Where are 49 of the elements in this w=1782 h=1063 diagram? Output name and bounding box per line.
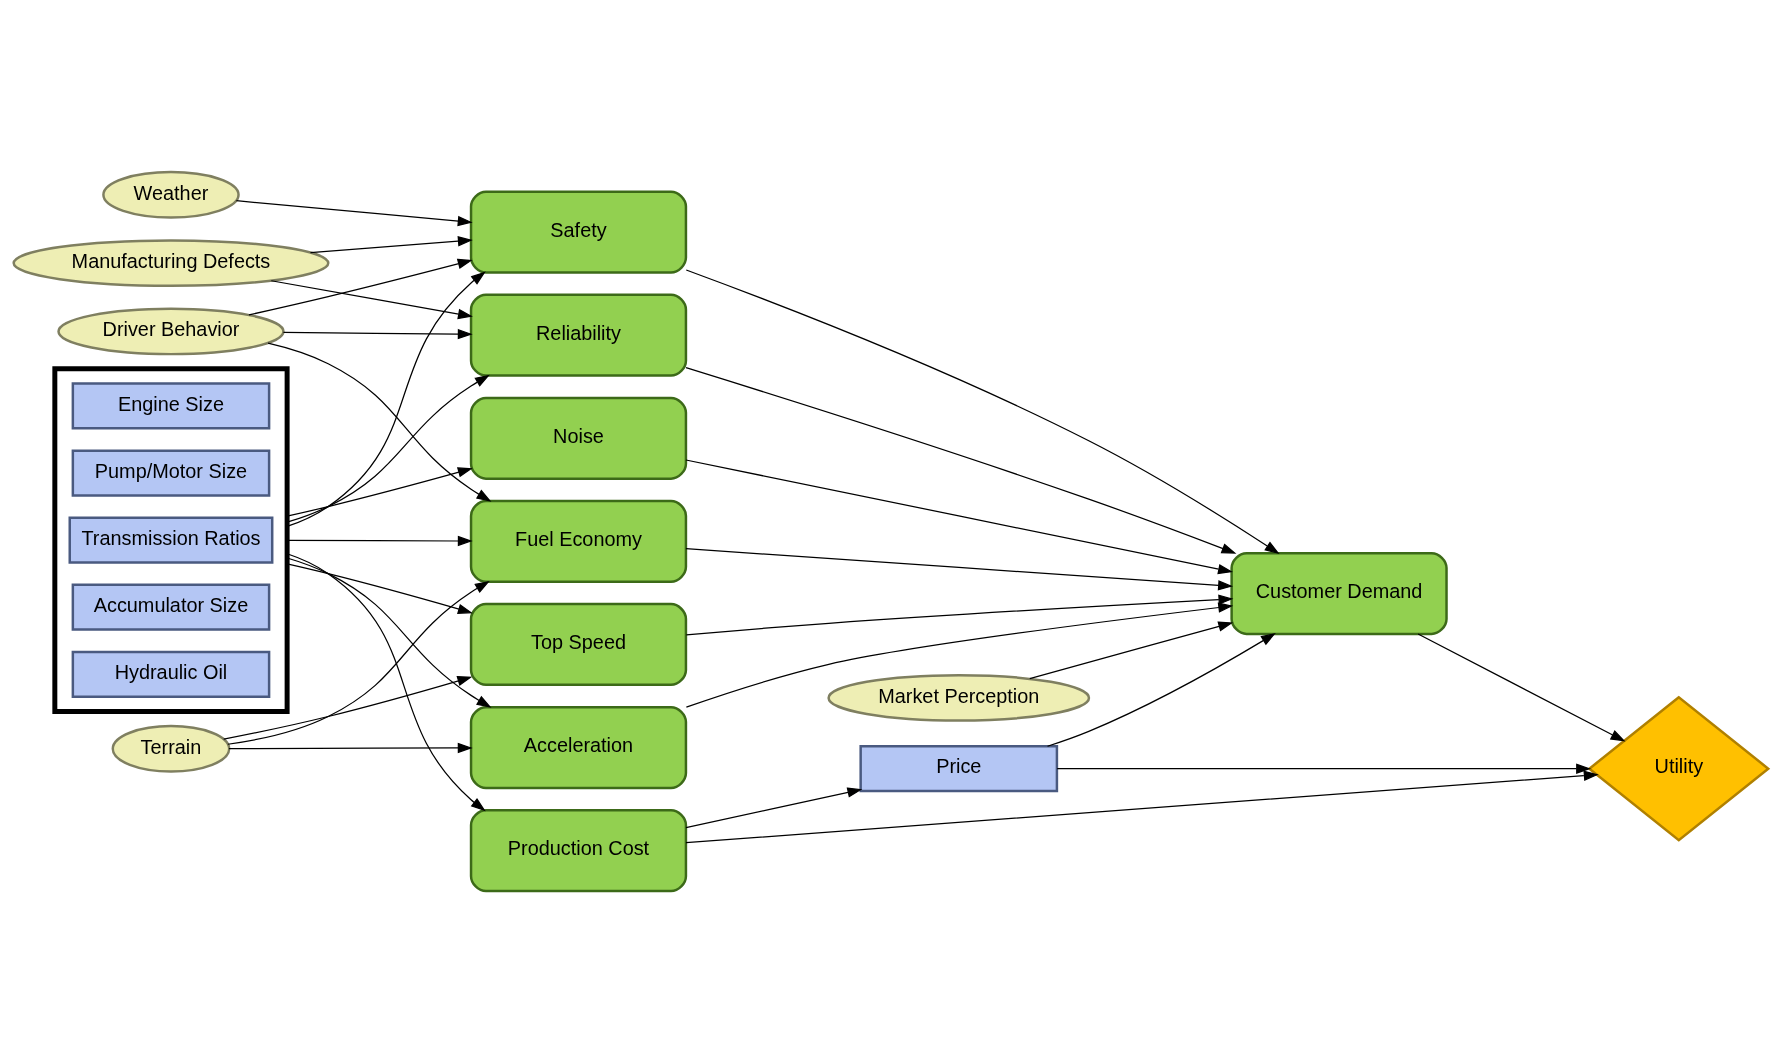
arrow bbox=[685, 594, 1234, 636]
node-box: Pump/Motor Size bbox=[71, 449, 271, 497]
cluster bbox=[52, 366, 290, 715]
arrow bbox=[1417, 633, 1626, 742]
node-box: Accumulator Size bbox=[71, 583, 271, 631]
arrow bbox=[1056, 763, 1592, 774]
node-ellipse: Terrain bbox=[111, 724, 231, 773]
arrow bbox=[685, 787, 863, 829]
arrow bbox=[685, 602, 1234, 708]
node-ellipse: Manufacturing Defects bbox=[12, 239, 330, 288]
arrow bbox=[286, 374, 490, 523]
arrow bbox=[223, 676, 473, 740]
node-box: Top Speed bbox=[469, 602, 688, 687]
arrow bbox=[228, 742, 473, 754]
node-box: Fuel Economy bbox=[469, 499, 688, 583]
arrow bbox=[282, 328, 473, 340]
node-box: Reliability bbox=[469, 293, 688, 377]
arrow bbox=[270, 280, 473, 320]
node-box: Customer Demand bbox=[1230, 551, 1448, 636]
node-box: Acceleration bbox=[469, 705, 688, 790]
arrow bbox=[685, 269, 1280, 555]
node-ellipse: Market Perception bbox=[827, 673, 1091, 722]
arrow bbox=[286, 535, 473, 547]
arrow bbox=[286, 271, 486, 528]
arrow bbox=[227, 580, 490, 745]
arrow bbox=[286, 557, 492, 708]
node-box: Price bbox=[859, 745, 1059, 793]
node-box: Production Cost bbox=[469, 809, 688, 893]
arrow bbox=[235, 200, 473, 227]
arrow bbox=[1029, 621, 1234, 680]
node-diamond: Utility bbox=[1587, 695, 1771, 842]
arrow bbox=[1046, 632, 1276, 747]
node-box: Noise bbox=[469, 396, 688, 480]
node-ellipse: Driver Behavior bbox=[57, 307, 285, 356]
arrow bbox=[685, 548, 1233, 591]
arrow bbox=[685, 367, 1237, 554]
arrow bbox=[685, 459, 1233, 575]
node-box: Transmission Ratios bbox=[68, 516, 274, 564]
node-box: Engine Size bbox=[71, 382, 271, 430]
node-box: Hydraulic Oil bbox=[71, 650, 271, 698]
node-ellipse: Weather bbox=[102, 170, 240, 219]
node-box: Safety bbox=[469, 190, 688, 274]
arrow bbox=[248, 258, 473, 316]
arrow bbox=[309, 236, 473, 254]
arrow bbox=[286, 467, 473, 517]
arrow bbox=[286, 553, 486, 812]
arrow bbox=[267, 342, 492, 502]
arrow bbox=[685, 770, 1599, 844]
arrow bbox=[286, 563, 473, 614]
